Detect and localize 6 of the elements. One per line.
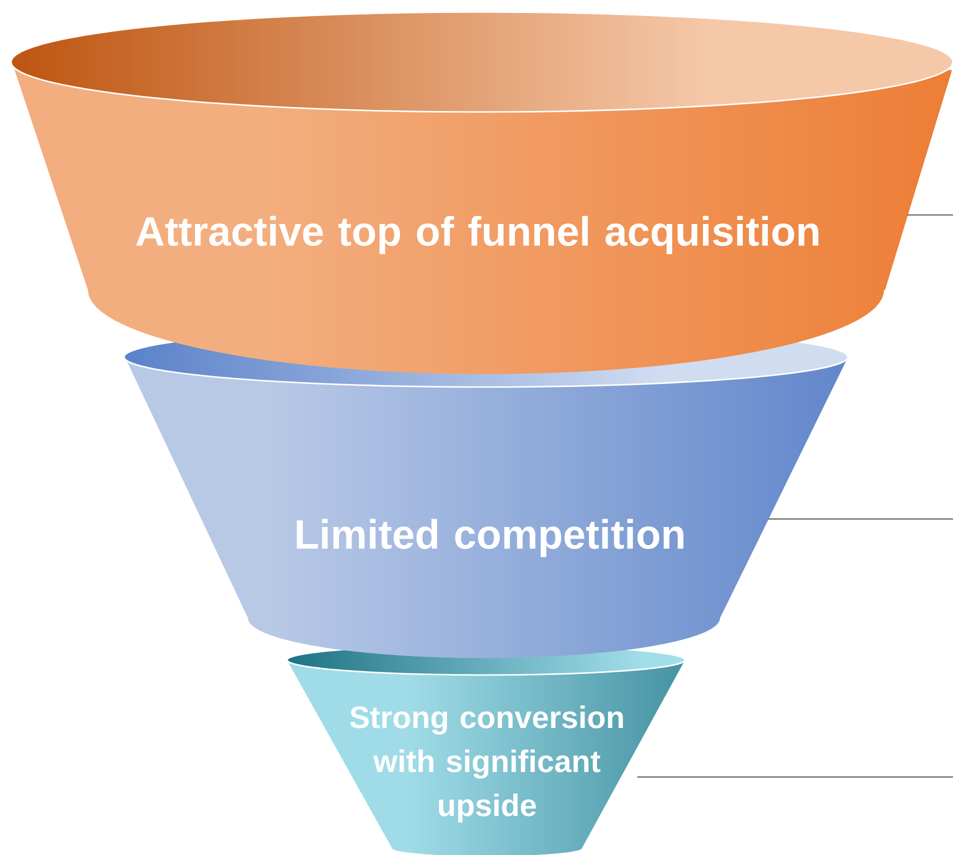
funnel-segment: Strong conversion with significant upside <box>286 644 686 855</box>
leader-line <box>907 214 953 216</box>
leader-line <box>637 776 953 778</box>
funnel-segment: Limited competition <box>123 326 849 658</box>
leader-line <box>768 518 953 520</box>
funnel-segment: Attractive top of funnel acquisition <box>10 11 953 374</box>
